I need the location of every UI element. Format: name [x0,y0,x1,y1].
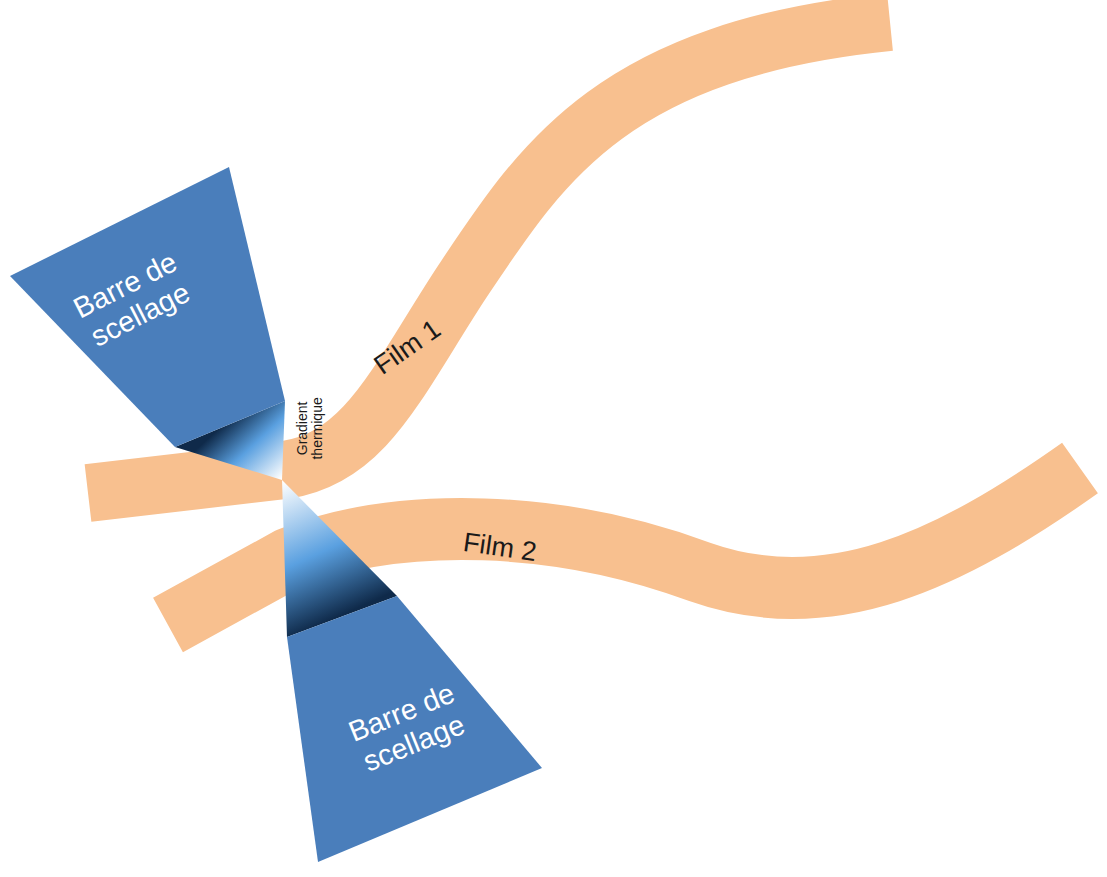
sealing-bar-top [10,167,285,447]
sealing-bar-bottom [287,596,542,862]
annotation-label: Gradient thermique [295,388,326,468]
